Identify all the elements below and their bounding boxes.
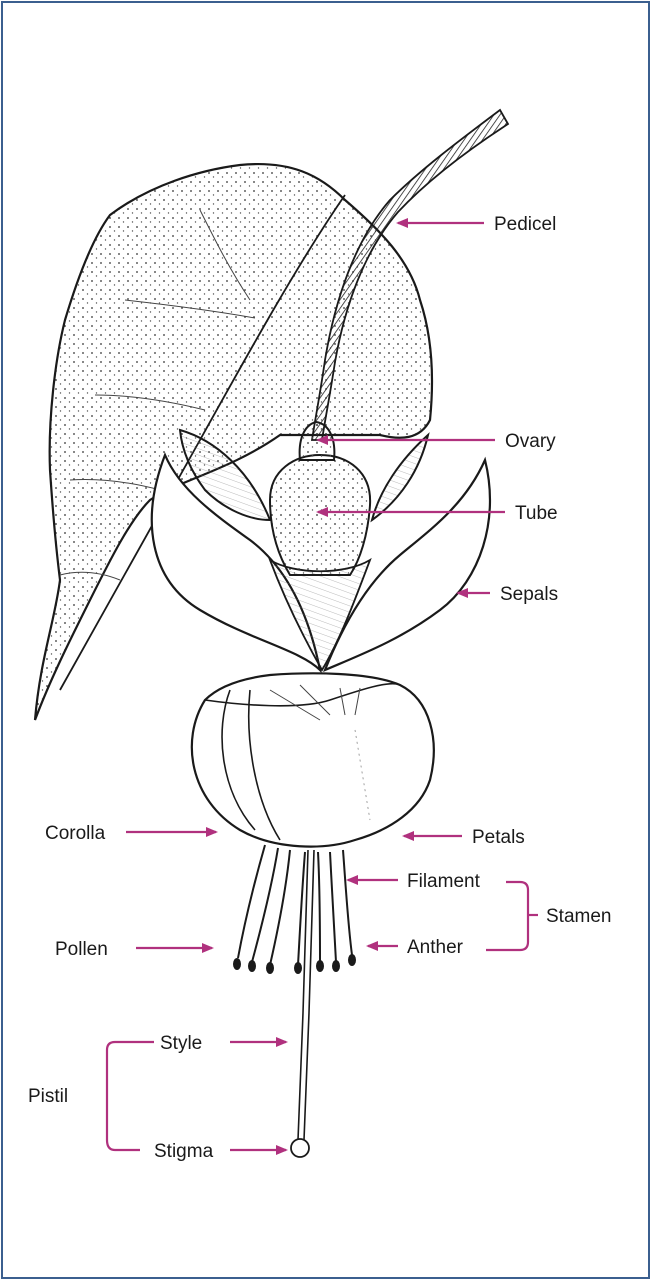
label-petals: Petals [472, 827, 525, 848]
label-style: Style [160, 1033, 202, 1054]
stamen-bracket [486, 882, 528, 950]
label-stamen: Stamen [546, 906, 611, 927]
label-tube: Tube [515, 503, 558, 524]
label-stigma: Stigma [154, 1141, 214, 1162]
tube-ovary-drawing [270, 422, 370, 575]
label-ovary: Ovary [505, 431, 556, 452]
label-sepals: Sepals [500, 584, 558, 605]
label-pollen: Pollen [55, 939, 108, 960]
label-filament: Filament [407, 871, 481, 892]
pistil-bracket [107, 1042, 154, 1150]
stamens-drawing [238, 845, 352, 965]
label-anther: Anther [407, 937, 464, 958]
label-pedicel: Pedicel [494, 214, 556, 235]
label-corolla: Corolla [45, 823, 106, 844]
anthers-drawing [233, 954, 356, 974]
corolla-drawing [192, 673, 434, 846]
label-pistil: Pistil [28, 1086, 68, 1107]
